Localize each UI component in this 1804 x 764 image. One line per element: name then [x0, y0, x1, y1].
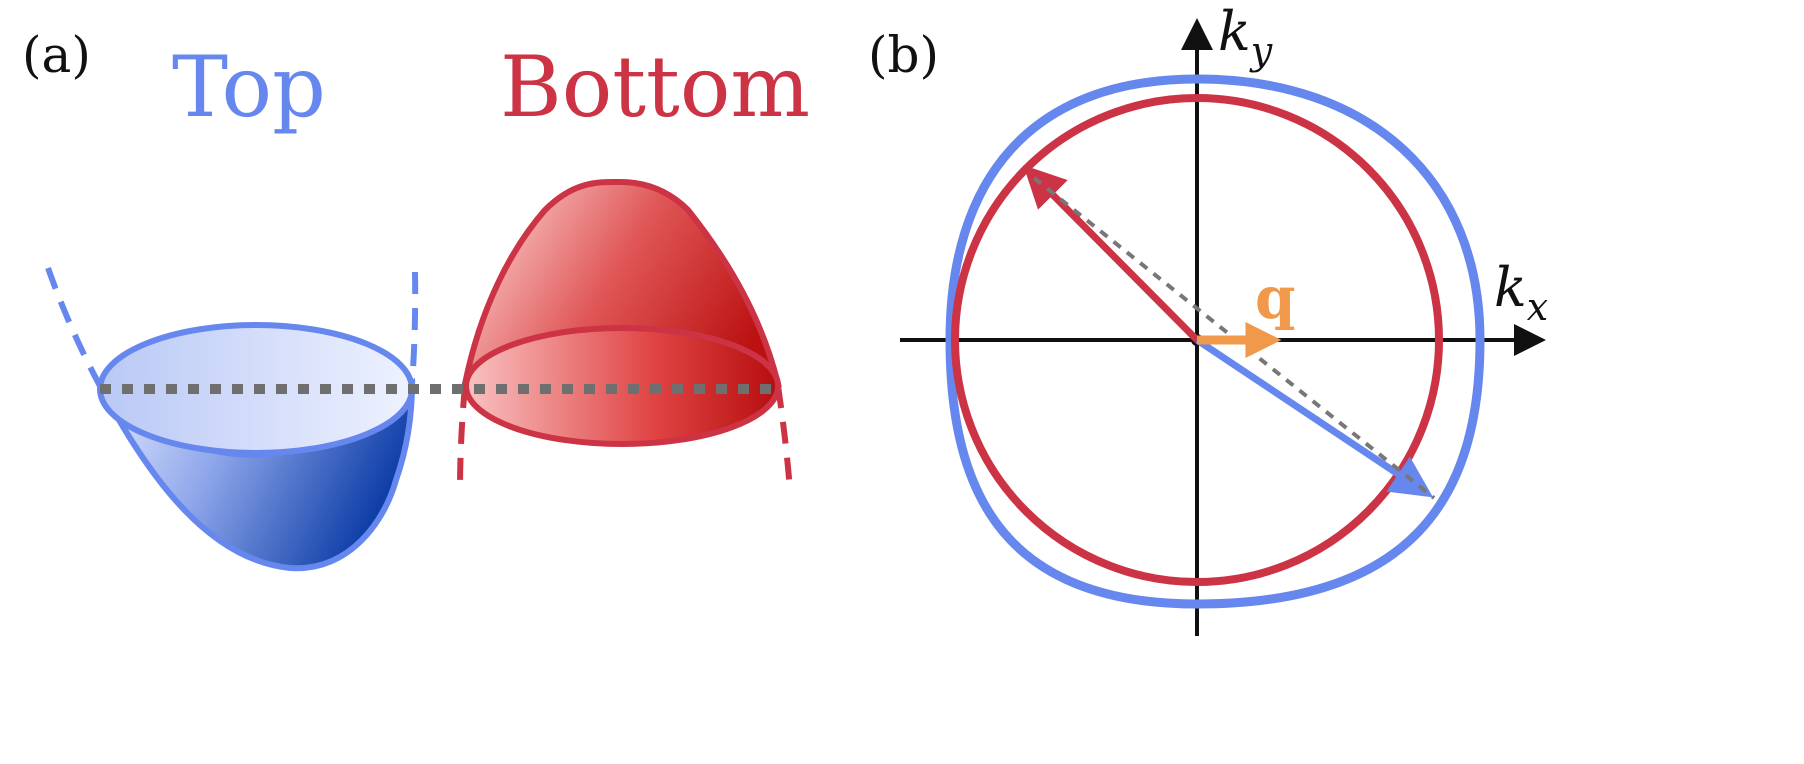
panel-b: (b) ky kx q — [868, 0, 1548, 636]
panel-b-label: (b) — [868, 26, 939, 84]
bottom-band-dashed-right — [775, 385, 793, 491]
top-band-fermi-contour — [945, 74, 1485, 609]
panel-a: (a) Top Bottom — [22, 26, 810, 572]
kx-axis-label: kx — [1494, 256, 1548, 329]
bottom-band-title: Bottom — [500, 38, 810, 136]
bottom-band-rim — [463, 325, 781, 447]
q-vector-label: q — [1255, 264, 1296, 332]
bottom-band-dome — [457, 178, 793, 491]
bottom-band-dashed-left — [457, 385, 468, 491]
top-band-dashed-left — [45, 266, 103, 388]
top-band-title: Top — [172, 38, 326, 136]
panel-a-label: (a) — [22, 26, 91, 84]
bottom-band-momentum-arrow — [1023, 165, 1200, 343]
top-band-dashed-right — [409, 271, 419, 385]
top-band-bowl — [45, 266, 419, 572]
bottom-band-fermi-contour — [951, 94, 1443, 586]
ky-axis-label: ky — [1218, 0, 1273, 73]
top-band-momentum-arrow — [1195, 337, 1434, 498]
